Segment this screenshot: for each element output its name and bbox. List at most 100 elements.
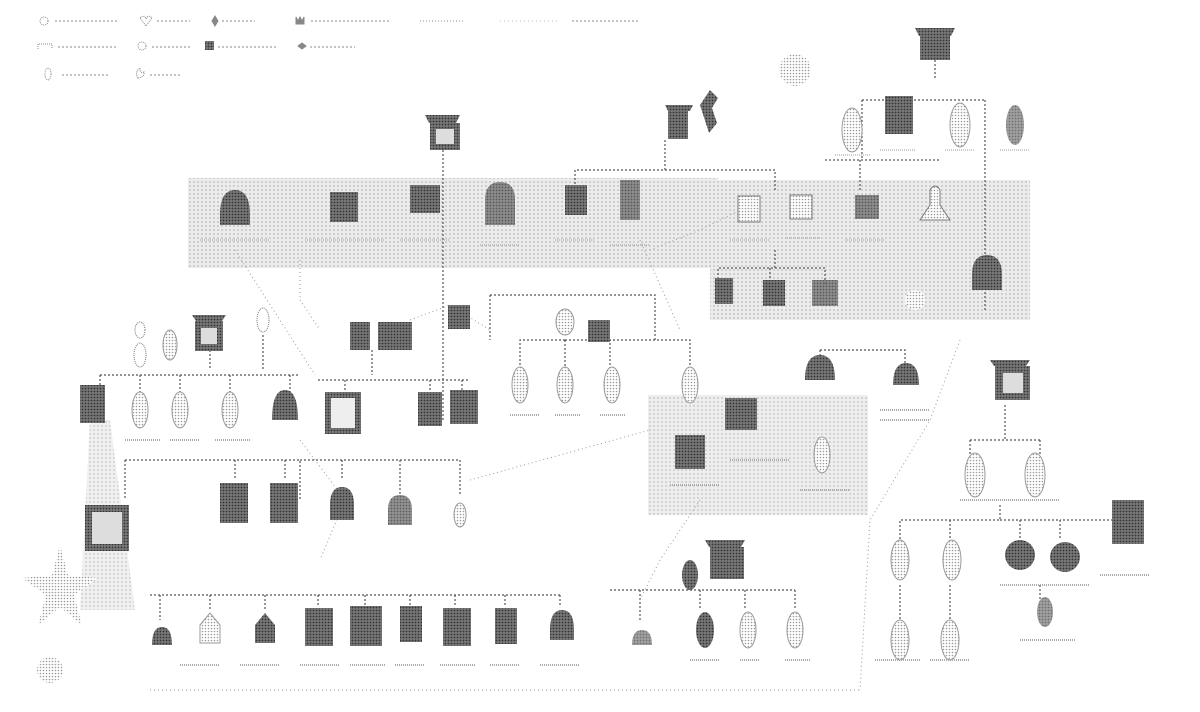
- caption-strokes: [125, 409, 1150, 666]
- lineage-line: [825, 159, 940, 190]
- character-node[interactable]: [171, 391, 189, 429]
- relation-line: [469, 429, 651, 481]
- character-node[interactable]: [972, 255, 1002, 290]
- sigil-middle: [588, 320, 610, 342]
- character-node[interactable]: [556, 366, 574, 404]
- character-node[interactable]: [1050, 542, 1080, 572]
- character-node[interactable]: [450, 390, 478, 424]
- character-node[interactable]: [453, 502, 467, 528]
- character-node[interactable]: [725, 398, 757, 430]
- lineage-line: [969, 405, 1041, 460]
- character-node[interactable]: [730, 195, 770, 241]
- character-node[interactable]: [85, 505, 129, 551]
- heart-outline-icon: [139, 15, 153, 27]
- character-node[interactable]: [220, 483, 248, 523]
- crown-icon: [295, 15, 305, 25]
- character-node[interactable]: [696, 612, 714, 648]
- character-node[interactable]: [880, 96, 915, 151]
- character-node[interactable]: [199, 612, 221, 644]
- lineage-line: [899, 505, 1125, 545]
- character-node[interactable]: [131, 391, 149, 429]
- dagger-icon: [211, 15, 219, 27]
- emblems: [22, 54, 925, 683]
- character-node[interactable]: [1000, 105, 1030, 151]
- character-node[interactable]: [495, 608, 517, 644]
- character-node[interactable]: [418, 392, 442, 426]
- character-node[interactable]: [162, 329, 178, 361]
- sword-icon: [44, 67, 52, 81]
- character-node[interactable]: [812, 280, 838, 306]
- character-node[interactable]: [675, 435, 705, 469]
- character-node[interactable]: [739, 611, 757, 649]
- character-node[interactable]: [893, 363, 919, 385]
- character-node[interactable]: [448, 305, 470, 329]
- character-node[interactable]: [603, 366, 621, 404]
- relation-line: [639, 239, 681, 331]
- relation-line: [299, 439, 346, 561]
- character-node[interactable]: [940, 619, 960, 661]
- character-node[interactable]: [152, 627, 172, 645]
- sun-emblem: [905, 290, 925, 310]
- character-node[interactable]: [256, 307, 270, 333]
- character-node[interactable]: [786, 611, 804, 649]
- relation-line: [299, 260, 321, 331]
- character-node[interactable]: [681, 366, 699, 404]
- character-node[interactable]: [1024, 452, 1046, 498]
- character-node[interactable]: [845, 195, 885, 241]
- character-node[interactable]: [715, 278, 733, 304]
- character-node[interactable]: [919, 185, 951, 221]
- house-icon: [137, 41, 147, 51]
- lineage-line: [861, 60, 986, 310]
- character-icon: [39, 16, 49, 26]
- character-node[interactable]: [942, 539, 962, 581]
- character-node[interactable]: [632, 630, 652, 645]
- sigil-top-right: [915, 28, 955, 60]
- character-node[interactable]: [388, 495, 412, 525]
- sun-emblem: [779, 54, 811, 86]
- character-node[interactable]: [350, 606, 382, 646]
- star-emblem: [22, 545, 98, 625]
- character-node[interactable]: [555, 185, 595, 241]
- character-node[interactable]: [835, 107, 870, 156]
- character-node[interactable]: [325, 392, 361, 434]
- connection-lines: [99, 60, 1125, 640]
- character-node[interactable]: [890, 539, 910, 581]
- lineage-line: [519, 339, 691, 375]
- character-node[interactable]: [890, 619, 910, 661]
- character-node[interactable]: [272, 390, 298, 420]
- character-node[interactable]: [400, 606, 422, 642]
- character-node[interactable]: [945, 102, 975, 151]
- character-node[interactable]: [200, 190, 270, 241]
- character-node[interactable]: [480, 182, 520, 246]
- group-panels: [80, 178, 1030, 610]
- character-node[interactable]: [964, 452, 986, 498]
- character-node[interactable]: [1037, 597, 1053, 627]
- character-node[interactable]: [80, 385, 105, 423]
- character-node[interactable]: [305, 608, 333, 646]
- lineage-line: [124, 459, 461, 500]
- legend: [37, 15, 640, 81]
- character-node[interactable]: [133, 321, 147, 368]
- character-node[interactable]: [813, 436, 831, 474]
- lineage-line: [99, 374, 300, 395]
- character-node[interactable]: [400, 185, 450, 241]
- character-node[interactable]: [270, 483, 298, 523]
- character-node[interactable]: [550, 610, 574, 640]
- character-node[interactable]: [610, 180, 650, 246]
- character-node[interactable]: [682, 560, 698, 590]
- character-node[interactable]: [805, 355, 835, 380]
- character-node[interactable]: [785, 194, 820, 239]
- sigil-far-right: [1112, 500, 1144, 544]
- character-node[interactable]: [255, 613, 275, 643]
- character-node[interactable]: [763, 280, 785, 306]
- character-node[interactable]: [511, 366, 529, 404]
- relation-line: [639, 499, 701, 601]
- character-node[interactable]: [1005, 540, 1035, 570]
- character-node[interactable]: [330, 487, 354, 520]
- character-node[interactable]: [305, 192, 385, 241]
- character-node[interactable]: [443, 608, 471, 646]
- character-node[interactable]: [555, 308, 575, 336]
- bird-icon: [297, 42, 307, 50]
- character-node[interactable]: [221, 391, 239, 429]
